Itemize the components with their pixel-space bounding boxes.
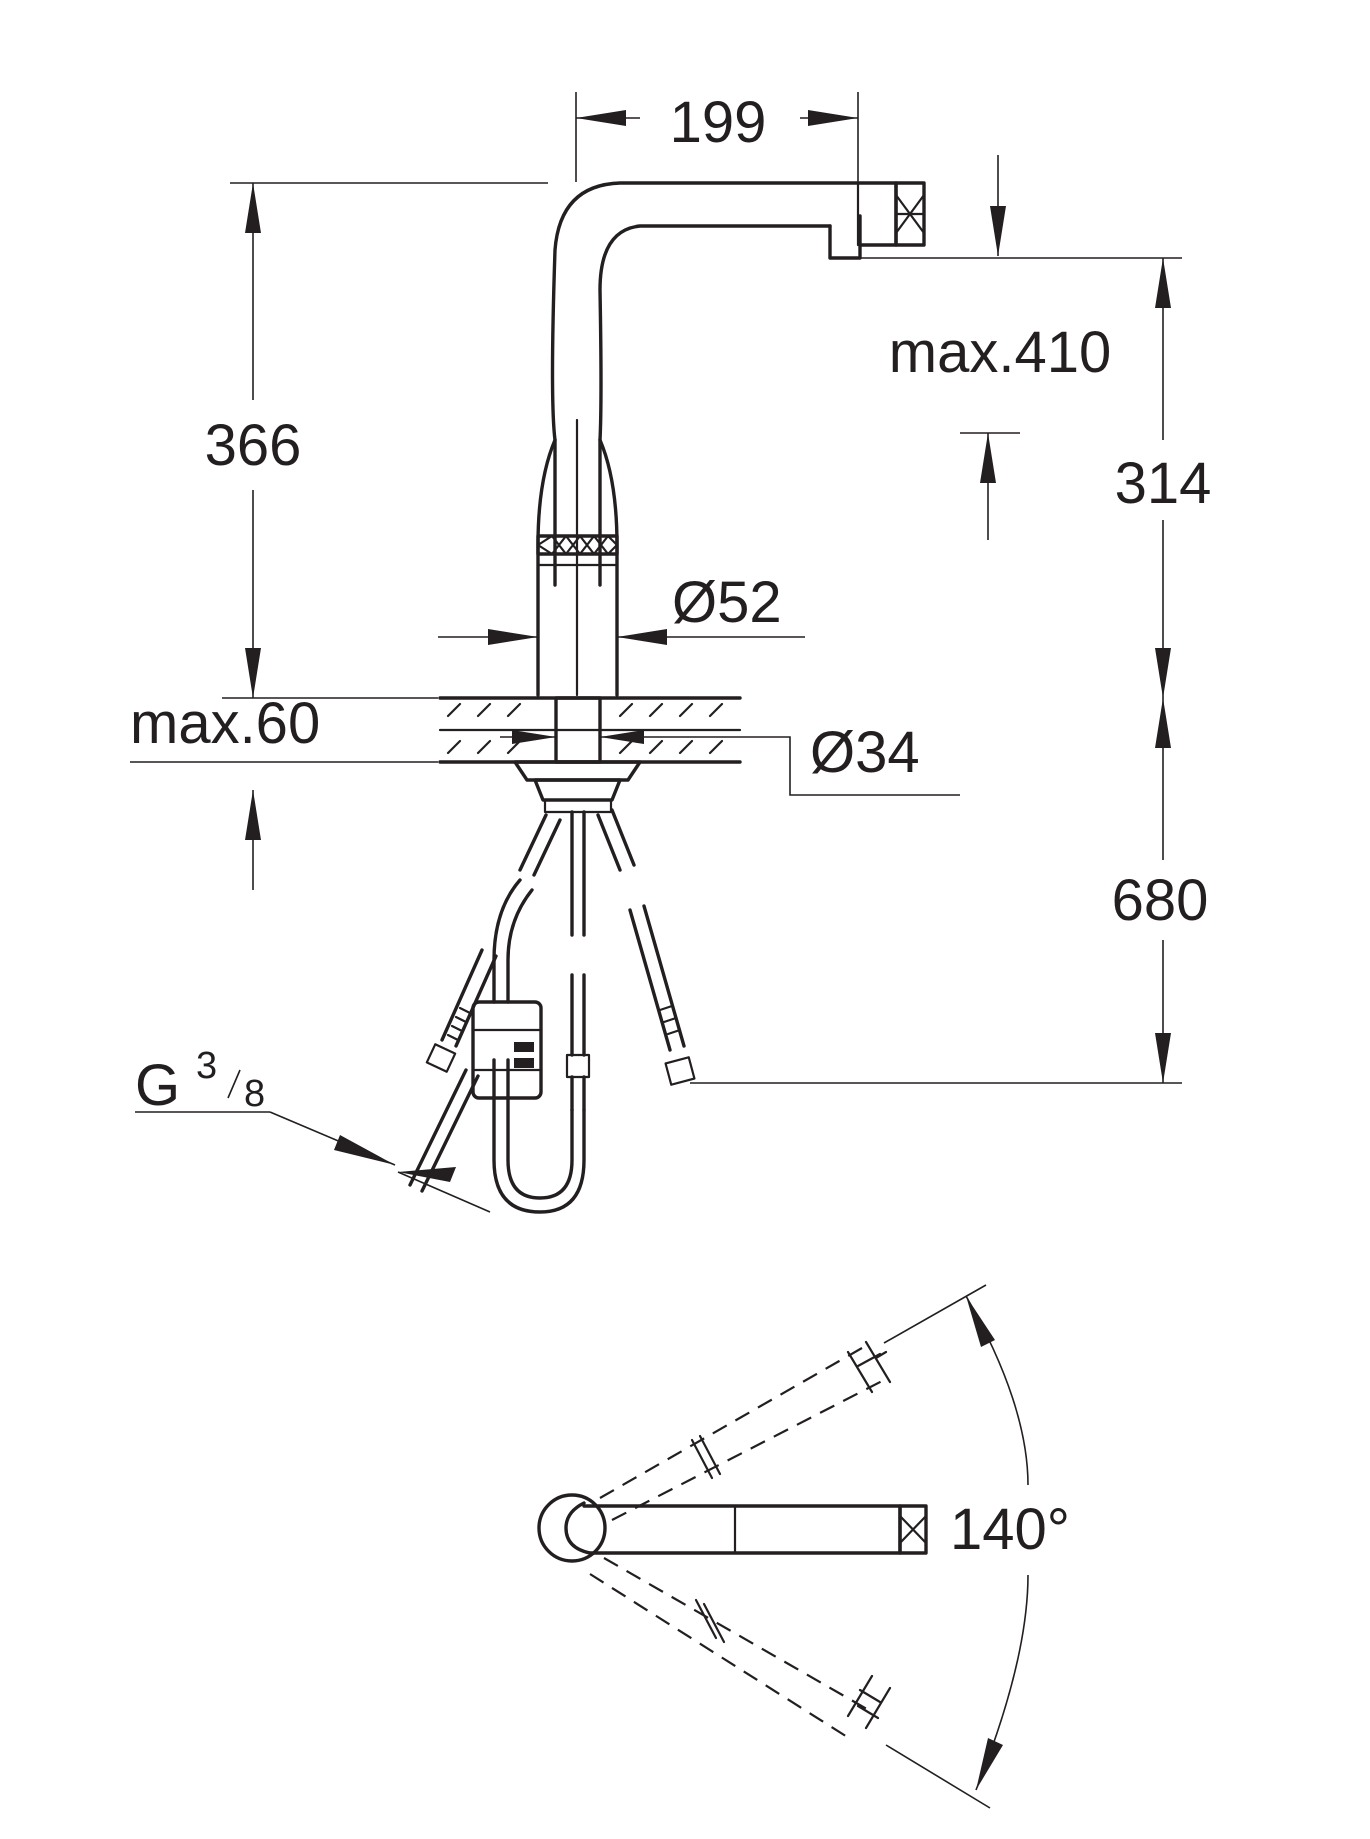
label-connection-denominator: 8 [244, 1073, 265, 1115]
dim-spout-reach: 199 [575, 90, 859, 182]
dim-total-height: 366 [205, 182, 548, 699]
label-connection-numerator: 3 [196, 1045, 217, 1087]
label-hose-length: 680 [1112, 868, 1209, 933]
label-body-diameter: Ø52 [672, 570, 782, 635]
countertop-section [438, 696, 742, 814]
dim-hole-diameter: Ø34 [500, 720, 960, 796]
label-total-height: 366 [205, 413, 302, 478]
dim-body-diameter: Ø52 [438, 570, 805, 645]
dim-swivel-angle: 140° [950, 1295, 1070, 1791]
dim-connection-thread: G 3 8 [135, 1045, 491, 1213]
label-spout-height: 314 [1115, 451, 1212, 516]
dim-max-height: max.410 [889, 155, 1111, 540]
label-spout-reach: 199 [670, 90, 767, 155]
faucet-plan-view [537, 1284, 991, 1809]
label-connection-g: G [135, 1053, 180, 1118]
label-max-height: max.410 [889, 320, 1111, 385]
dim-spout-height: 314 [836, 257, 1212, 698]
label-deck-thickness: max.60 [130, 691, 320, 756]
label-hole-diameter: Ø34 [810, 720, 920, 785]
dim-hose-length: 680 [690, 698, 1209, 1084]
label-swivel-angle: 140° [950, 1497, 1070, 1562]
dim-deck-thickness: max.60 [130, 691, 438, 890]
faucet-side-view [536, 181, 926, 697]
supply-hoses [408, 808, 696, 1214]
